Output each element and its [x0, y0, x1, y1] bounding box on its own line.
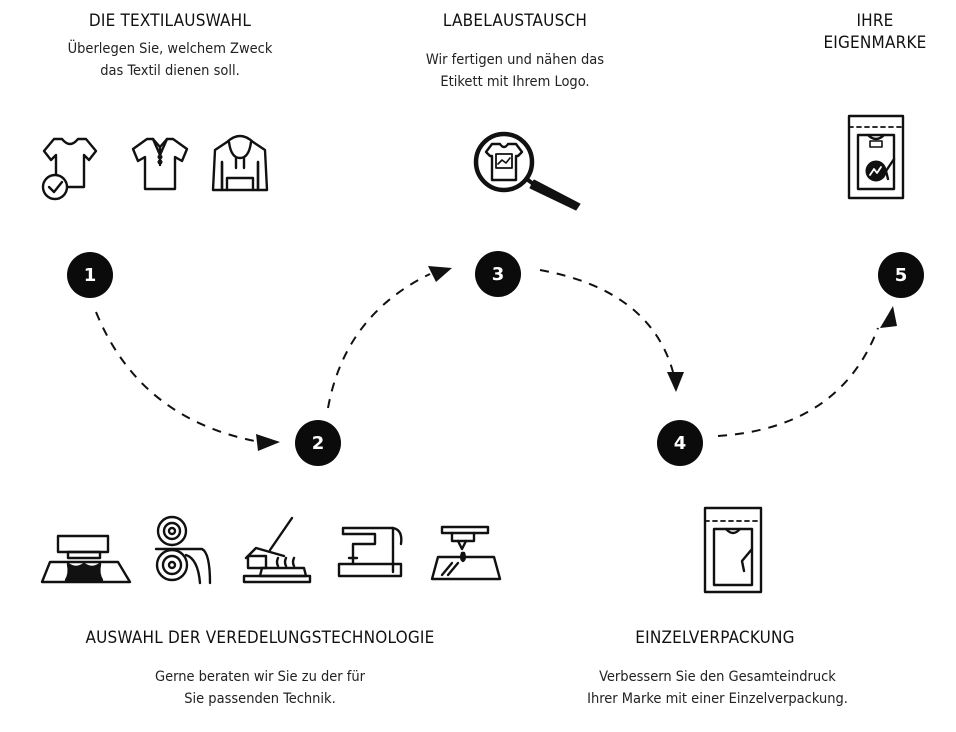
step3-badge: 3: [475, 251, 521, 297]
arrow-head-2: [256, 434, 280, 451]
arrow-head-5: [880, 306, 897, 328]
step5-badge: 5: [878, 252, 924, 298]
step1-badge: 1: [67, 252, 113, 298]
arrow-head-3: [428, 266, 452, 282]
step2-badge: 2: [295, 420, 341, 466]
arrow-4-to-5: [717, 327, 879, 437]
step4-title: EINZELVERPACKUNG: [635, 628, 795, 648]
arrow-3-to-4: [539, 269, 674, 373]
embroidery-machine-icon: [430, 525, 502, 581]
packaged-shirt-icon: [703, 506, 763, 594]
step1-title: DIE TEXTILAUSWAHL: [88, 11, 252, 31]
step1-description-line1: Überlegen Sie, welchem Zweck: [67, 41, 273, 57]
step2-title: AUSWAHL DER VEREDELUNGSTECHNOLOGIE: [85, 628, 435, 648]
step2-description: Gerne beraten wir Sie zu der für Sie pas…: [115, 666, 405, 710]
step4-description-line1: Verbessern Sie den Gesamteindruck: [599, 669, 836, 685]
step3-description-line2: Etikett mit Ihrem Logo.: [440, 74, 590, 90]
step5-title: IHRE EIGENMARKE: [795, 10, 955, 54]
step4-description-line2: Ihrer Marke mit einer Einzelverpackung.: [587, 691, 848, 707]
screen-print-icon: [40, 534, 132, 584]
step4-badge: 4: [657, 420, 703, 466]
polo-shirt-icon: [131, 137, 189, 191]
arrow-head-4: [667, 372, 684, 392]
step5-title-line1: IHRE: [856, 11, 894, 31]
hoodie-icon: [211, 134, 269, 192]
fabric-rolls-icon: [154, 515, 212, 585]
arrow-1-to-2: [95, 311, 261, 443]
sewing-machine-icon: [337, 526, 403, 578]
branded-package-icon: [847, 114, 905, 200]
step2-description-line2: Sie passenden Technik.: [184, 691, 336, 707]
arrow-2-to-3: [327, 273, 431, 409]
magnifier-label-icon: [473, 131, 581, 211]
tshirt-check-icon: [41, 137, 98, 201]
step3-description-line1: Wir fertigen und nähen das: [425, 52, 605, 68]
step2-description-line1: Gerne beraten wir Sie zu der für: [154, 669, 366, 685]
step4-description: Verbessern Sie den Gesamteindruck Ihrer …: [570, 666, 865, 710]
step1-description-line2: das Textil dienen soll.: [100, 63, 240, 79]
step1-description: Überlegen Sie, welchem Zweck das Textil …: [20, 38, 320, 82]
step3-description: Wir fertigen und nähen das Etikett mit I…: [365, 49, 665, 93]
heat-press-icon: [242, 516, 312, 584]
step3-title: LABELAUSTAUSCH: [442, 11, 588, 31]
step5-title-line2: EIGENMARKE: [823, 33, 927, 53]
